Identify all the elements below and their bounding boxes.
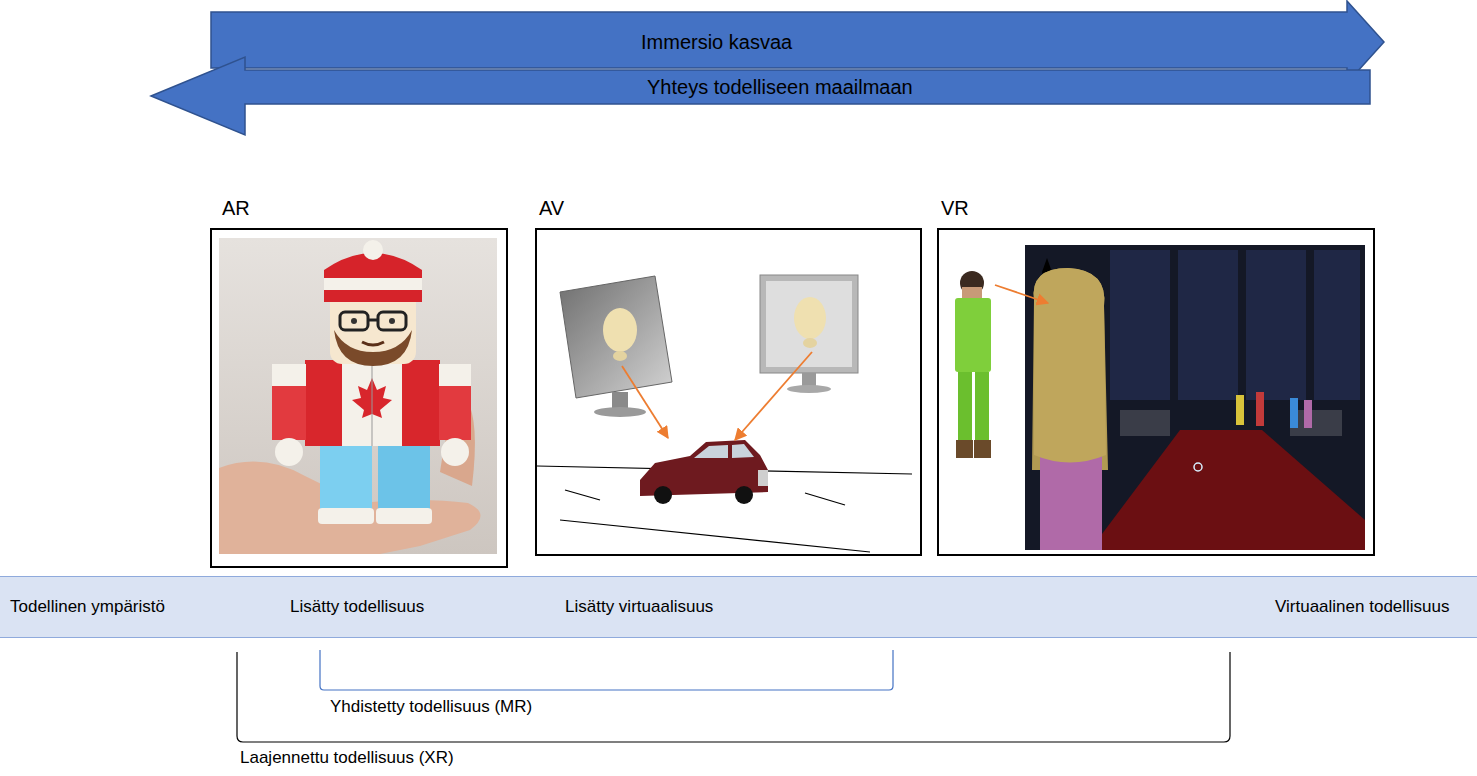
av-illustration — [537, 275, 912, 552]
panel-heading: AV — [539, 196, 564, 220]
image-panel: AV — [535, 228, 922, 556]
xr-bracket — [237, 652, 1230, 742]
arrow-outline — [151, 57, 1370, 135]
arrow-label: Yhteys todelliseen maailmaan — [647, 75, 913, 99]
ar-photo — [219, 238, 497, 554]
band-label: Todellinen ympäristö — [10, 597, 165, 617]
arrow-label: Immersio kasvaa — [641, 30, 792, 54]
image-panel: AR — [210, 228, 508, 568]
vr-illustration — [955, 245, 1365, 550]
panel-heading: VR — [941, 196, 969, 220]
bracket-label: Laajennettu todellisuus (XR) — [240, 748, 454, 768]
bracket-label: Yhdistetty todellisuus (MR) — [330, 697, 532, 717]
band-label: Lisätty virtuaalisuus — [565, 597, 713, 617]
image-panel: VR — [937, 228, 1375, 556]
panel-heading: AR — [222, 196, 250, 220]
band-label: Virtuaalinen todellisuus — [1275, 597, 1450, 617]
band-label: Lisätty todellisuus — [290, 597, 424, 617]
direction-arrow: Yhteys todelliseen maailmaan — [150, 56, 1372, 136]
mr-bracket — [320, 650, 893, 690]
continuum-band: Todellinen ympäristö Lisätty todellisuus L… — [0, 576, 1477, 638]
